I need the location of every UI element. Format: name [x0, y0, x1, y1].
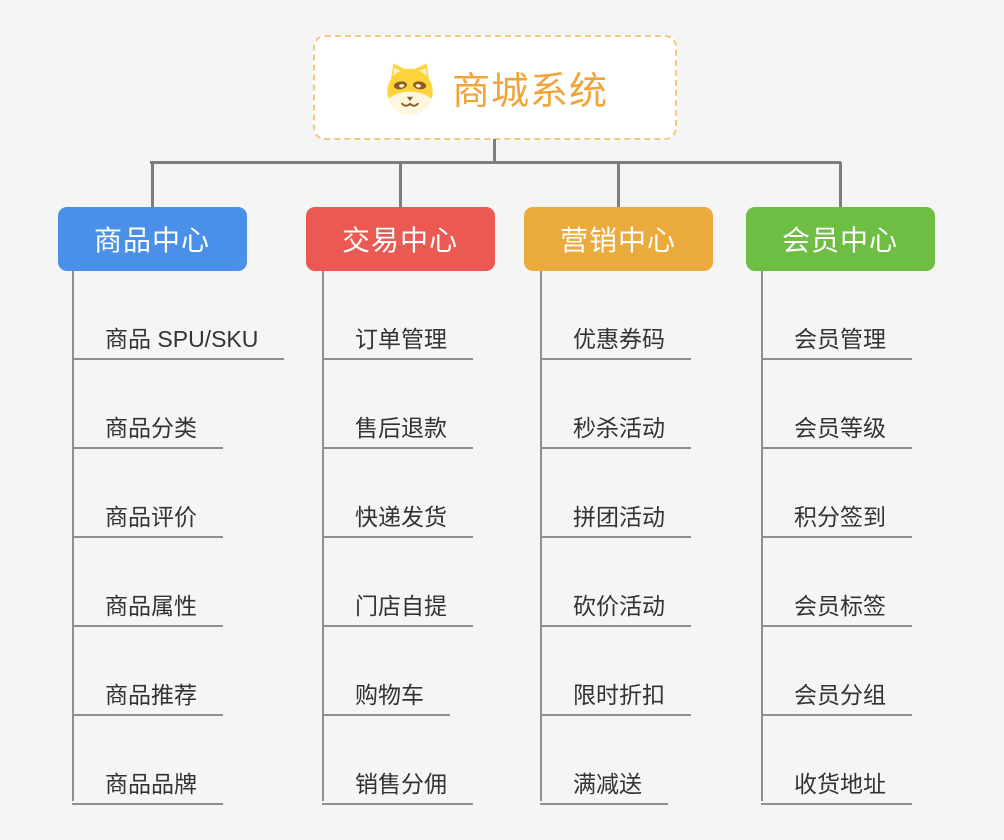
child-item[interactable]: 优惠券码	[540, 318, 691, 360]
child-item[interactable]: 商品分类	[72, 407, 223, 449]
child-item[interactable]: 商品属性	[72, 585, 223, 627]
child-item[interactable]: 订单管理	[322, 318, 473, 360]
child-item[interactable]: 砍价活动	[540, 585, 691, 627]
child-item[interactable]: 会员管理	[761, 318, 912, 360]
child-item[interactable]: 满减送	[540, 763, 668, 805]
child-item[interactable]: 快递发货	[322, 496, 473, 538]
child-item[interactable]: 会员分组	[761, 674, 912, 716]
branch-node[interactable]: 交易中心	[305, 207, 495, 271]
child-item[interactable]: 积分签到	[761, 496, 912, 538]
child-item[interactable]: 限时折扣	[540, 674, 691, 716]
child-item[interactable]: 商品评价	[72, 496, 223, 538]
connector-root-drop	[493, 139, 496, 164]
child-item[interactable]: 商品 SPU/SKU	[72, 318, 285, 360]
dog-face-icon	[387, 63, 433, 115]
connector-branch-bus	[150, 161, 841, 164]
child-item[interactable]: 商品推荐	[72, 674, 223, 716]
child-item[interactable]: 会员标签	[761, 585, 912, 627]
child-item[interactable]: 会员等级	[761, 407, 912, 449]
child-item[interactable]: 拼团活动	[540, 496, 691, 538]
child-item[interactable]: 购物车	[322, 674, 450, 716]
connector-branch-drop	[838, 162, 842, 208]
child-item[interactable]: 销售分佣	[322, 763, 473, 805]
connector-branch-drop	[150, 162, 154, 208]
child-item[interactable]: 商品品牌	[72, 763, 223, 805]
child-item[interactable]: 售后退款	[322, 407, 473, 449]
connector-branch-drop	[616, 162, 620, 208]
branch-node[interactable]: 营销中心	[523, 207, 713, 271]
child-item[interactable]: 收货地址	[761, 763, 912, 805]
root-node[interactable]: 商城系统	[313, 35, 677, 140]
connector-branch-drop	[398, 162, 402, 208]
child-item[interactable]: 秒杀活动	[540, 407, 691, 449]
branch-node[interactable]: 会员中心	[745, 207, 935, 271]
root-title: 商城系统	[451, 71, 608, 113]
branch-node[interactable]: 商品中心	[57, 207, 247, 271]
child-item[interactable]: 门店自提	[322, 585, 473, 627]
